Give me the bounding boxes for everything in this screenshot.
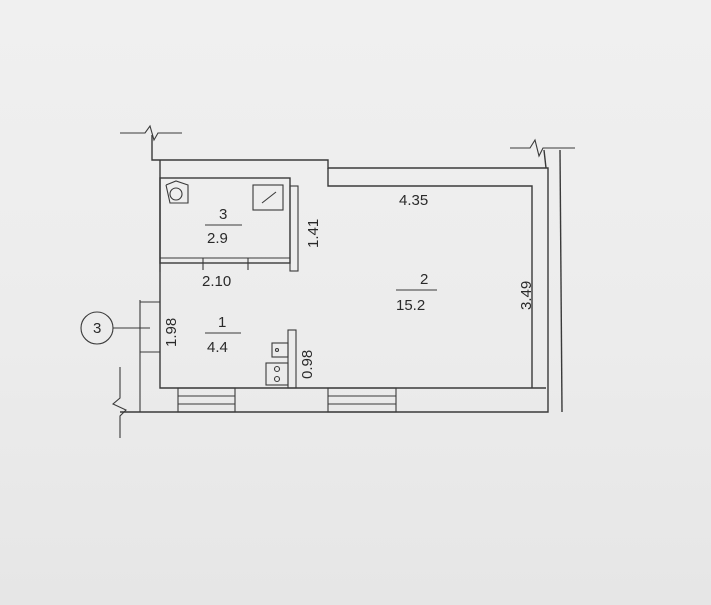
dimension-top-width: 4.35 (399, 192, 428, 209)
room-1-number: 1 (218, 314, 226, 331)
entry-door (140, 301, 160, 353)
room-3-number: 3 (219, 206, 227, 223)
outer-walls (111, 124, 575, 438)
dimension-entry-height: 1.98 (163, 318, 180, 347)
dimension-right-height: 3.49 (518, 281, 535, 310)
room-3-walls (159, 177, 299, 272)
sink-icon (252, 184, 284, 211)
entry-partition (271, 329, 297, 389)
room-2-number: 2 (420, 271, 428, 288)
room-3-area: 2.9 (207, 230, 228, 247)
section-marker (80, 311, 150, 345)
room-2-area: 15.2 (396, 297, 425, 314)
dimension-room-3-width: 2.10 (202, 273, 231, 290)
section-marker-label: 3 (93, 320, 101, 337)
window-right (327, 387, 397, 413)
window-left (177, 387, 236, 413)
stove-icon (265, 362, 289, 386)
room-3-door (202, 258, 249, 270)
toilet-icon (165, 180, 189, 204)
dimension-partition-height: 0.98 (299, 350, 316, 379)
dimension-room-3-height: 1.41 (305, 219, 322, 248)
room-1-area: 4.4 (207, 339, 228, 356)
